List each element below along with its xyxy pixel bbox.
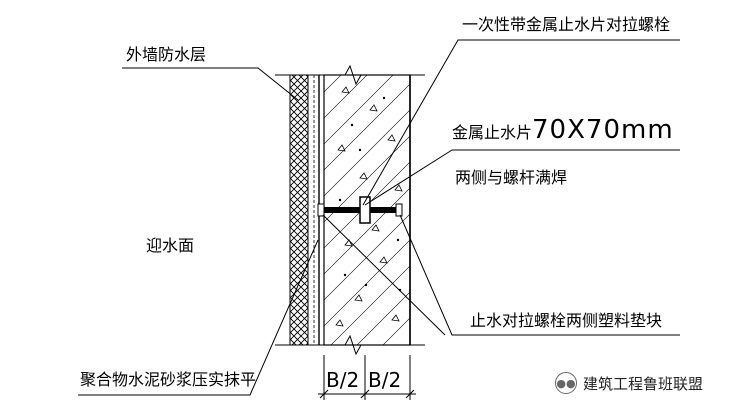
dimension-line [318, 355, 416, 400]
outer-waterproof-layer [289, 74, 309, 346]
leader-lines [78, 39, 680, 396]
label-bolt-title: 一次性带金属止水片对拉螺栓 [462, 15, 671, 34]
label-pad: 止水对拉螺栓两侧塑料垫块 [470, 311, 663, 330]
dim-label-right: B/2 [368, 368, 402, 392]
label-mortar: 聚合物水泥砂浆压实抹平 [80, 370, 257, 389]
label-outer-waterproof: 外墙防水层 [126, 45, 207, 64]
dim-label-left: B/2 [326, 368, 360, 392]
label-water-face: 迎水面 [146, 236, 195, 255]
label-plate: 金属止水片70X70mm [452, 117, 674, 143]
label-weld: 两侧与螺杆满焊 [455, 168, 568, 187]
watermark-text: 建筑工程鲁班联盟 [583, 374, 704, 393]
tie-bolt [317, 196, 403, 224]
wechat-icon: ●● [555, 372, 577, 394]
break-marks [275, 64, 425, 356]
watermark: ●● 建筑工程鲁班联盟 [555, 372, 703, 394]
label-plate-prefix: 金属止水片 [452, 123, 533, 142]
label-plate-size: 70X70mm [532, 115, 674, 145]
